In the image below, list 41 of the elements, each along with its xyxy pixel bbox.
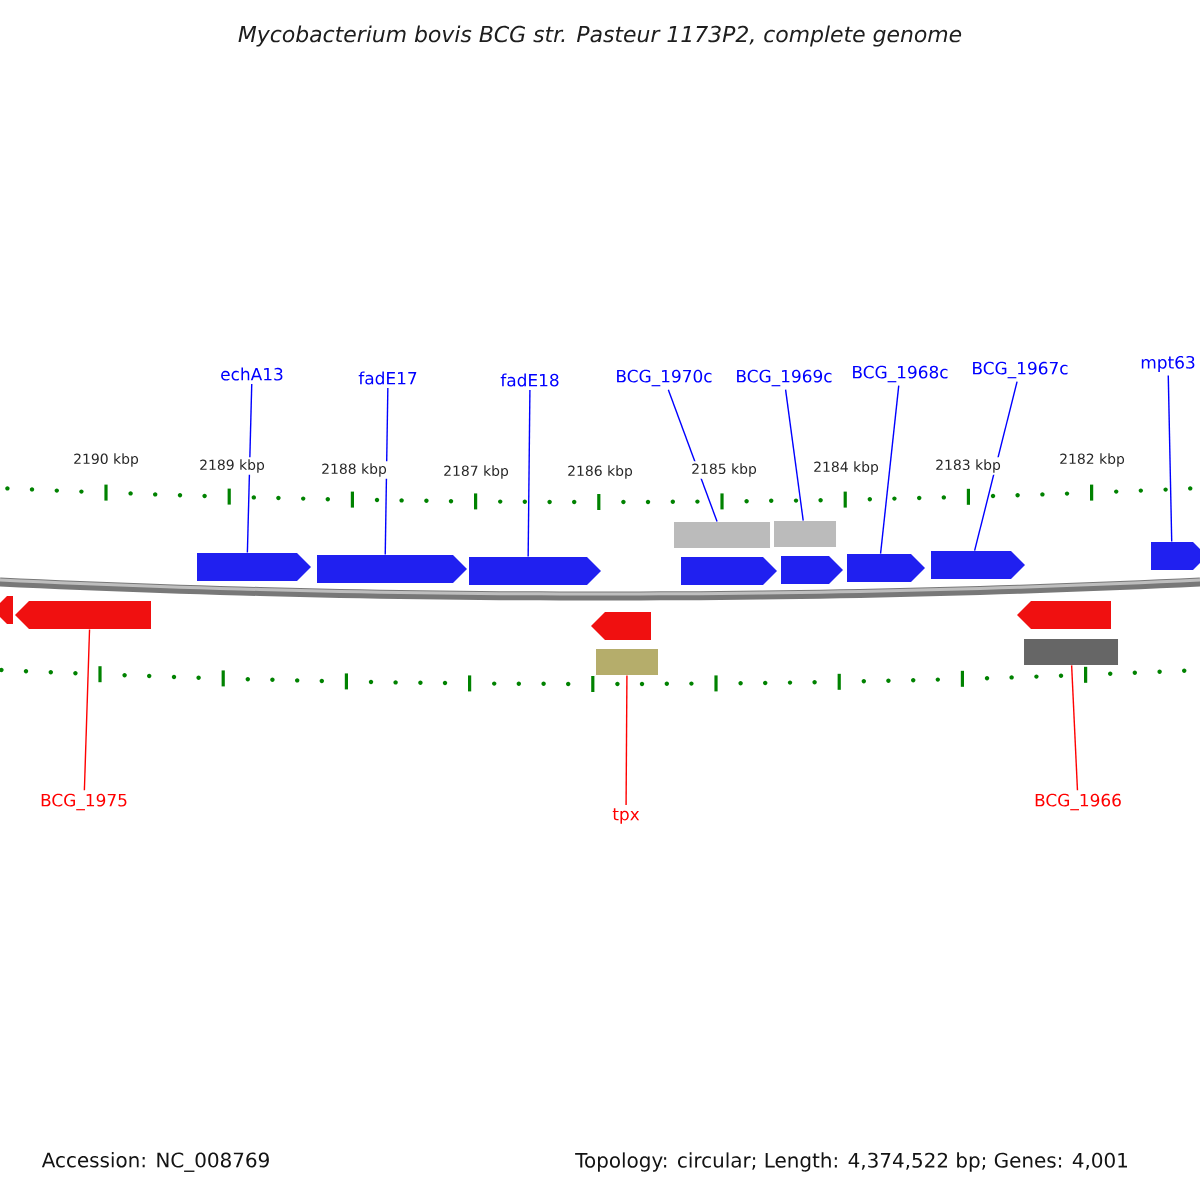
gene-block: [1151, 542, 1200, 570]
gene-block: [847, 554, 925, 582]
leader-line: [1070, 664, 1079, 792]
footer-text: Accession: NC_008769: [41, 1152, 269, 1172]
gene-label: BCG_1967c: [973, 361, 1068, 379]
gene-label: BCG_1969c: [737, 369, 832, 387]
gene-block: [781, 556, 843, 584]
gene-label: BCG_1970c: [617, 369, 712, 387]
title: Mycobacterium bovis BCG str. Pasteur 1173P2, complete genome: [238, 25, 962, 47]
gene-block: [317, 555, 467, 583]
leader-line: [973, 381, 1018, 552]
leader-line: [384, 387, 389, 556]
gene-block: [931, 551, 1025, 579]
gene-block: [1017, 601, 1111, 629]
feature-box: [596, 649, 658, 675]
gene-label: fadE17: [358, 371, 417, 385]
gene-block: [469, 557, 601, 585]
gene-block: [681, 557, 777, 585]
gene-label: mpt63: [1141, 355, 1195, 373]
gene-block: [197, 553, 311, 581]
leader-line: [527, 389, 531, 558]
feature-box: [774, 521, 836, 547]
gene-label: BCG_1966: [1035, 793, 1121, 811]
gene-block: [591, 612, 651, 640]
leader-line: [879, 385, 900, 555]
leader-line: [667, 389, 718, 523]
leader-line: [784, 389, 804, 522]
gene-label: BCG_1968c: [853, 365, 948, 383]
gene-label: echA13: [221, 367, 283, 381]
feature-box: [674, 522, 770, 548]
leader-line: [625, 674, 628, 806]
footer-text: Topology: circular; Length: 4,374,522 bp; Genes: 4,001: [575, 1152, 1127, 1172]
gene-block: [15, 601, 151, 629]
leader-line: [246, 383, 253, 554]
gene-label: fadE18: [500, 373, 559, 387]
feature-box: [1024, 639, 1118, 665]
leader-line: [83, 628, 91, 792]
leader-line: [1167, 374, 1173, 543]
gene-label: tpx: [612, 808, 640, 824]
gene-block: [0, 596, 13, 624]
gene-label: BCG_1975: [41, 793, 127, 811]
